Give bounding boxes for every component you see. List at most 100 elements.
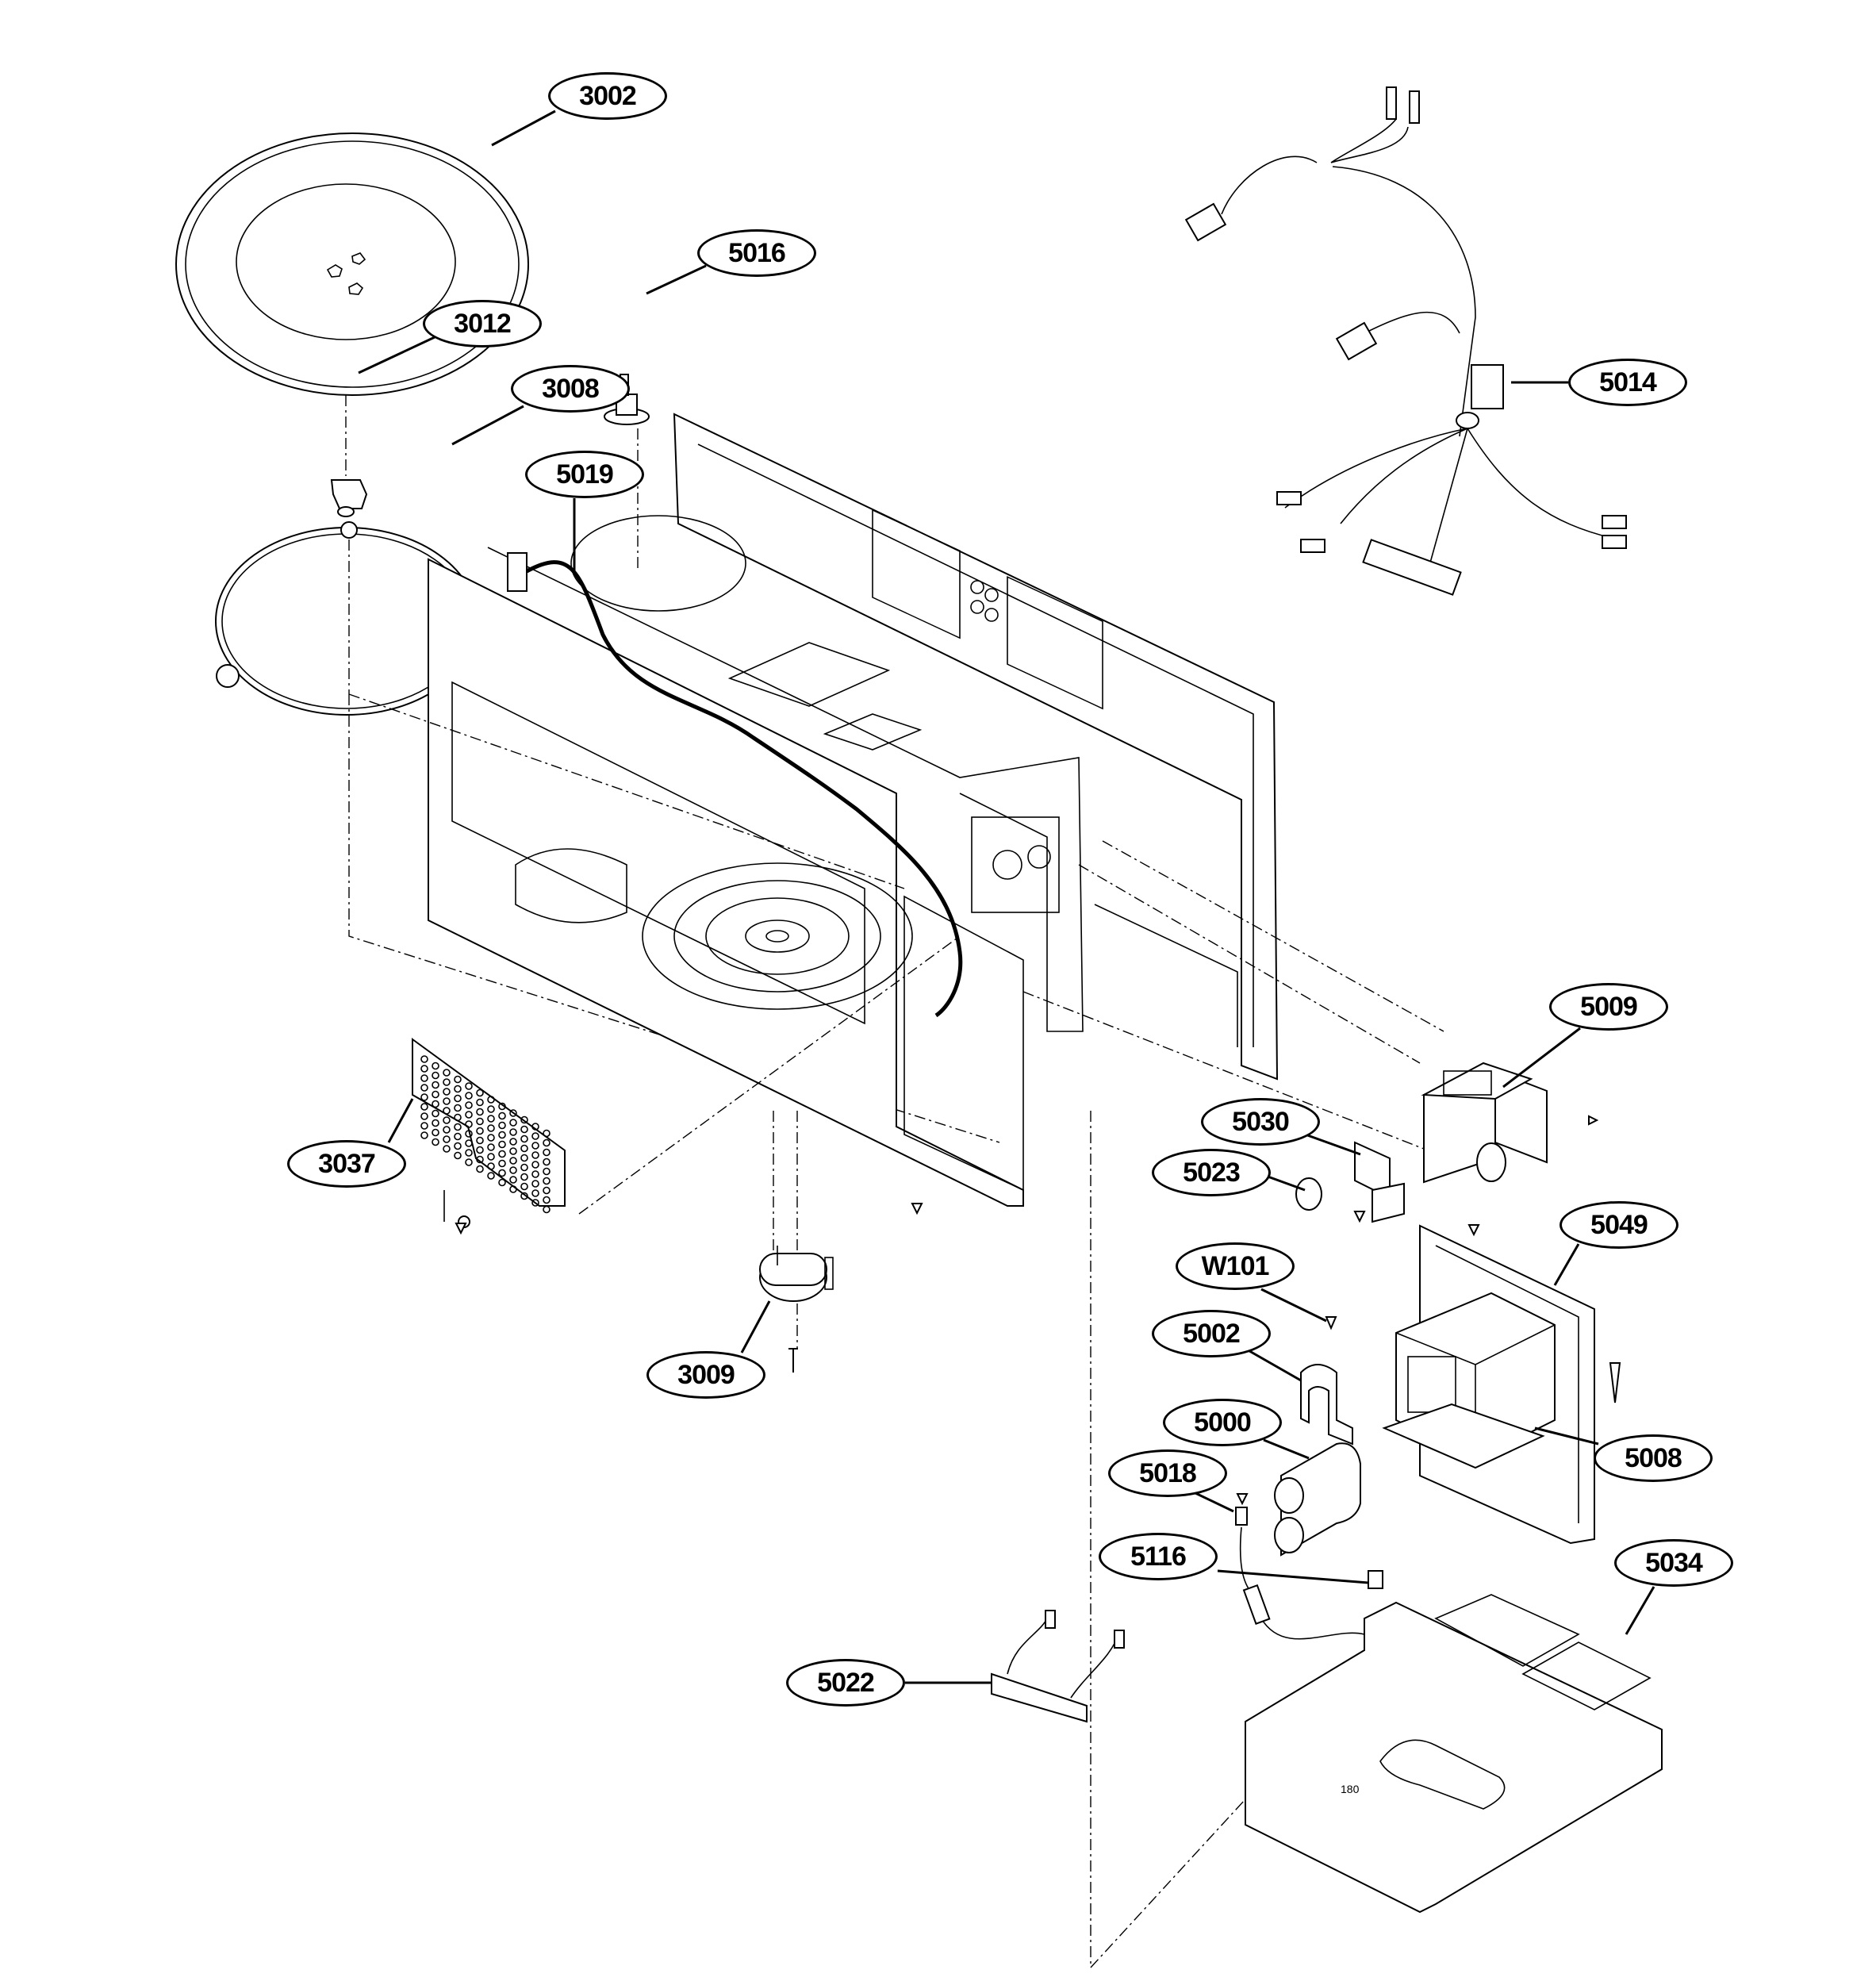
main-harness-drawing — [1184, 86, 1627, 596]
perforation-hole — [443, 1116, 451, 1124]
perforation-hole — [432, 1119, 439, 1127]
callout-3009[interactable]: 3009 — [646, 1351, 765, 1399]
perforation-hole — [543, 1186, 551, 1195]
callout-5014[interactable]: 5014 — [1568, 359, 1687, 406]
perforation-hole — [520, 1115, 528, 1124]
perforation-hole — [531, 1170, 539, 1178]
callout-5016[interactable]: 5016 — [697, 229, 816, 277]
coupler-drawing — [330, 479, 368, 517]
perforation-hole — [443, 1069, 451, 1077]
base-plate-drawing: 180 — [1245, 1594, 1663, 1914]
thermal-fuse-drawing — [1368, 1570, 1383, 1589]
perforation-hole — [420, 1074, 428, 1082]
perforation-hole — [520, 1182, 528, 1191]
perforation-hole — [476, 1108, 484, 1116]
callout-3008[interactable]: 3008 — [511, 365, 630, 413]
perforation-hole — [443, 1135, 451, 1143]
perforation-hole — [476, 1117, 484, 1126]
turntable-motor-drawing — [759, 1246, 834, 1373]
callout-5018[interactable]: 5018 — [1108, 1449, 1227, 1497]
perforation-hole — [487, 1143, 495, 1151]
perforation-hole — [465, 1130, 473, 1138]
perforation-hole — [420, 1112, 428, 1120]
perforation-hole — [509, 1185, 517, 1193]
perforation-hole — [509, 1157, 517, 1165]
perforation-hole — [420, 1055, 428, 1063]
perforation-hole — [465, 1111, 473, 1119]
callout-3002[interactable]: 3002 — [548, 72, 667, 120]
perforation-hole — [443, 1107, 451, 1115]
callout-5008[interactable]: 5008 — [1594, 1434, 1713, 1482]
perforation-hole — [498, 1169, 506, 1177]
perforation-hole — [509, 1147, 517, 1155]
perforation-hole — [443, 1126, 451, 1134]
lamp-socket-drawing — [991, 1610, 1125, 1723]
callout-3012[interactable]: 3012 — [423, 300, 542, 347]
perforation-hole — [476, 1155, 484, 1164]
callout-5022[interactable]: 5022 — [786, 1659, 905, 1707]
perforation-hole — [487, 1134, 495, 1142]
perforation-hole — [487, 1172, 495, 1180]
capacitor-drawing — [1274, 1442, 1361, 1557]
perforation-hole — [443, 1145, 451, 1153]
perforation-hole — [454, 1123, 462, 1131]
leader-lines — [358, 109, 1655, 1684]
perforation-hole — [454, 1151, 462, 1160]
cover-plate-drawing — [412, 1038, 566, 1228]
perforation-hole — [487, 1105, 495, 1113]
perforation-hole — [531, 1151, 539, 1159]
perforation-hole — [443, 1078, 451, 1086]
callout-5000[interactable]: 5000 — [1163, 1399, 1282, 1446]
perforation-hole — [509, 1119, 517, 1127]
perforation-hole — [509, 1176, 517, 1184]
perforation-hole — [454, 1094, 462, 1103]
perforation-hole — [465, 1149, 473, 1157]
perforation-hole — [432, 1081, 439, 1089]
perforation-hole — [531, 1123, 539, 1131]
perforation-hole — [420, 1103, 428, 1111]
perforation-hole — [509, 1138, 517, 1146]
perforation-hole — [465, 1158, 473, 1166]
perforation-hole — [476, 1136, 484, 1145]
transformer-drawing — [1382, 1292, 1556, 1469]
perforation-hole — [543, 1129, 551, 1138]
callout-5116[interactable]: 5116 — [1099, 1533, 1218, 1580]
callout-5023[interactable]: 5023 — [1152, 1149, 1271, 1196]
perforation-hole — [420, 1122, 428, 1130]
perforation-hole — [498, 1131, 506, 1139]
perforation-hole — [498, 1178, 506, 1187]
perforation-hole — [454, 1132, 462, 1141]
callout-5030[interactable]: 5030 — [1201, 1098, 1320, 1146]
perforation-hole — [520, 1154, 528, 1162]
perforation-hole — [509, 1109, 517, 1117]
callout-w101[interactable]: W101 — [1176, 1242, 1295, 1290]
perforation-hole — [520, 1144, 528, 1153]
magnetron-drawing — [1421, 1062, 1548, 1184]
callout-5019[interactable]: 5019 — [525, 451, 644, 498]
perforation-hole — [432, 1071, 439, 1080]
perforation-hole — [543, 1177, 551, 1185]
perforation-hole — [432, 1138, 439, 1146]
perforation-hole — [487, 1153, 495, 1161]
perforation-hole — [432, 1090, 439, 1099]
callout-3037[interactable]: 3037 — [287, 1140, 406, 1188]
perforation-hole — [531, 1161, 539, 1169]
perforation-hole — [543, 1148, 551, 1157]
callout-5009[interactable]: 5009 — [1549, 983, 1668, 1031]
perforation-hole — [543, 1167, 551, 1176]
perforation-hole — [465, 1120, 473, 1128]
perforation-hole — [432, 1109, 439, 1118]
perforation-hole — [543, 1196, 551, 1204]
perforation-hole — [520, 1192, 528, 1200]
perforation-hole — [531, 1142, 539, 1150]
perforation-hole — [531, 1199, 539, 1207]
perforation-hole — [454, 1085, 462, 1093]
turntable-tray-drawing — [175, 132, 529, 396]
callout-5049[interactable]: 5049 — [1559, 1201, 1678, 1249]
cavity-back-panel-drawing — [673, 413, 1279, 1081]
base-plate-marking: 180 — [1341, 1783, 1360, 1795]
perforation-hole — [443, 1097, 451, 1105]
callout-5034[interactable]: 5034 — [1614, 1539, 1733, 1587]
perforation-hole — [509, 1128, 517, 1136]
callout-5002[interactable]: 5002 — [1152, 1310, 1271, 1357]
